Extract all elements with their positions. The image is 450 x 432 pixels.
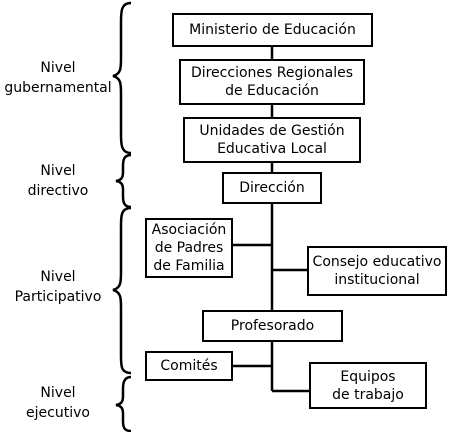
brace-ejecutivo — [115, 375, 132, 432]
box-equipos: Equipos de trabajo — [309, 362, 427, 409]
brace-participativo — [112, 206, 132, 375]
box-profesorado: Profesorado — [202, 310, 343, 342]
brace-gubernamental — [112, 1, 132, 155]
box-direccion: Dirección — [222, 172, 322, 204]
box-direcciones-regionales: Direcciones Regionales de Educación — [179, 59, 365, 105]
level-gubernamental: Nivel gubernamental — [4, 60, 112, 96]
brace-directivo — [115, 153, 132, 209]
box-ugel: Unidades de Gestión Educativa Local — [183, 117, 361, 163]
box-comites: Comités — [145, 351, 233, 381]
box-consejo: Consejo educativo institucional — [307, 246, 447, 296]
box-apafa: Asociación de Padres de Familia — [145, 218, 233, 278]
level-ejecutivo: Nivel ejecutivo — [26, 385, 90, 421]
level-directivo: Nivel directivo — [27, 163, 89, 199]
level-participativo: Nivel Participativo — [14, 269, 102, 305]
box-ministerio: Ministerio de Educación — [172, 13, 373, 47]
